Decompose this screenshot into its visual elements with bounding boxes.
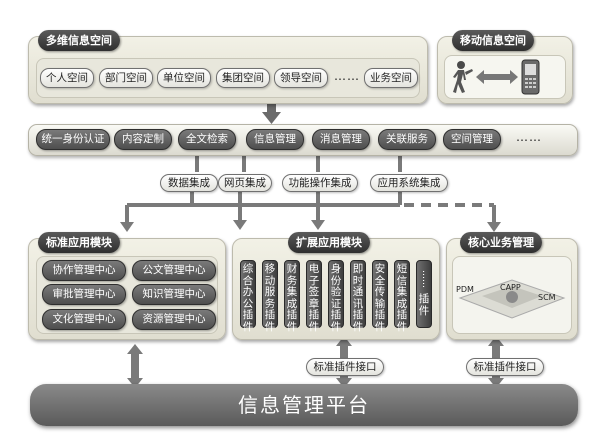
plugin-instant-messaging[interactable]: 即时通讯插件 <box>350 260 366 332</box>
mobile-space-title: 移动信息空间 <box>452 30 534 51</box>
service-message-management[interactable]: 消息管理 <box>312 129 370 150</box>
service-space-management[interactable]: 空间管理 <box>443 129 501 150</box>
module-culture[interactable]: 文化管理中心 <box>42 309 126 330</box>
module-knowledge[interactable]: 知识管理中心 <box>132 284 216 305</box>
service-related[interactable]: 关联服务 <box>378 129 436 150</box>
plugin-interface-core[interactable]: 标准插件接口 <box>466 358 544 376</box>
space-ellipsis: …… <box>334 69 360 83</box>
module-document[interactable]: 公文管理中心 <box>132 260 216 281</box>
plugin-finance[interactable]: 财务集成插件 <box>284 260 300 332</box>
module-collaboration[interactable]: 协作管理中心 <box>42 260 126 281</box>
plugin-e-signature[interactable]: 电子签章插件 <box>306 260 322 332</box>
top-connector-arrow <box>262 104 281 124</box>
integration-app-system[interactable]: 应用系统集成 <box>370 174 448 192</box>
space-department[interactable]: 部门空间 <box>99 68 153 88</box>
plugin-more-label: 插件 <box>418 293 430 317</box>
services-ellipsis: …… <box>516 130 542 144</box>
plugin-sms[interactable]: 短信集成插件 <box>394 260 410 332</box>
info-management-platform: 信息管理平台 <box>30 384 578 426</box>
space-leader[interactable]: 领导空间 <box>274 68 328 88</box>
plugin-identity[interactable]: 身份验证插件 <box>328 260 344 332</box>
space-business[interactable]: 业务空间 <box>364 68 418 88</box>
space-group[interactable]: 集团空间 <box>216 68 270 88</box>
multi-space-title: 多维信息空间 <box>38 30 120 51</box>
plugin-more-ellipsis: …… <box>419 270 430 288</box>
integration-function[interactable]: 功能操作集成 <box>282 174 358 192</box>
service-info-management[interactable]: 信息管理 <box>246 129 304 150</box>
integration-webpage[interactable]: 网页集成 <box>218 174 272 192</box>
double-arrow-icon <box>476 70 518 84</box>
module-approval[interactable]: 审批管理中心 <box>42 284 126 305</box>
integration-data[interactable]: 数据集成 <box>160 174 218 192</box>
integration-to-modules-lines <box>125 190 496 222</box>
person-icon <box>453 61 473 93</box>
plugin-secure-transfer[interactable]: 安全传输插件 <box>372 260 388 332</box>
plugin-office[interactable]: 综合办公插件 <box>240 260 256 332</box>
space-personal[interactable]: 个人空间 <box>40 68 94 88</box>
down-arrow-heads <box>120 220 501 232</box>
core-diagram-graphic <box>458 279 566 319</box>
plugin-more[interactable]: …… 插件 <box>416 260 432 328</box>
service-fulltext-search[interactable]: 全文检索 <box>178 129 236 150</box>
mobile-phone-icon <box>521 59 540 95</box>
core-module-title: 核心业务管理 <box>460 232 542 253</box>
standard-module-title: 标准应用模块 <box>38 232 120 253</box>
service-unified-auth[interactable]: 统一身份认证 <box>36 129 110 150</box>
core-label-capp: CAPP <box>500 283 521 292</box>
service-content-custom[interactable]: 内容定制 <box>114 129 172 150</box>
core-label-pdm: PDM <box>456 285 474 294</box>
space-unit[interactable]: 单位空间 <box>157 68 211 88</box>
core-label-scm: SCM <box>538 293 556 302</box>
extended-module-title: 扩展应用模块 <box>288 232 370 253</box>
module-resource[interactable]: 资源管理中心 <box>132 309 216 330</box>
plugin-mobile-service[interactable]: 移动服务插件 <box>262 260 278 332</box>
plugin-interface-extended[interactable]: 标准插件接口 <box>306 358 384 376</box>
